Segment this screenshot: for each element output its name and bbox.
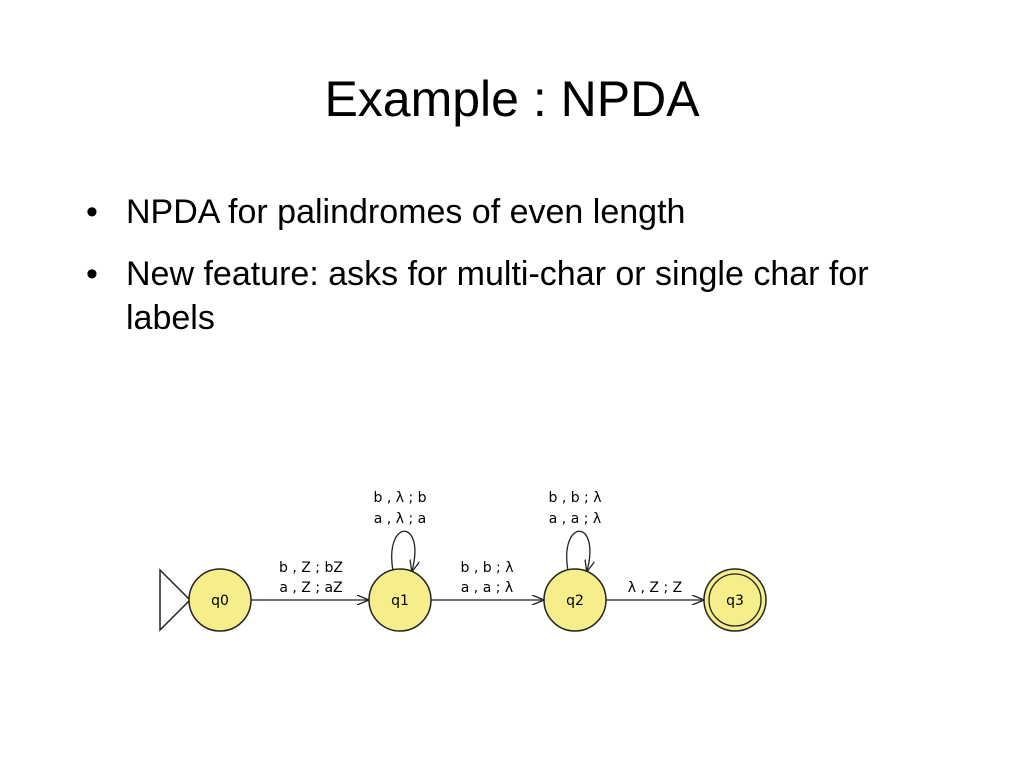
state-q0: q0 — [188, 568, 252, 632]
bullet-item: • NPDA for palindromes of even length — [84, 190, 914, 234]
state-q2: q2 — [543, 568, 607, 632]
state-label: q0 — [211, 593, 229, 609]
state-label: q2 — [566, 593, 584, 609]
initial-state-triangle-icon — [159, 568, 192, 632]
self-loop-arrow-q1 — [391, 530, 415, 571]
bullet-text: New feature: asks for multi-char or sing… — [126, 255, 869, 337]
transition-label: b , λ ; b — [373, 490, 426, 506]
npda-state-diagram: q0 q1 q2 q3 b , Z ; bZ a , Z ; aZ b , λ … — [159, 490, 767, 632]
bullet-dot-icon: • — [86, 193, 98, 231]
transition-label: b , b ; λ — [460, 560, 513, 576]
bullet-item: • New feature: asks for multi-char or si… — [84, 252, 914, 340]
transition-label: a , Z ; aZ — [279, 580, 342, 596]
transition-label: b , b ; λ — [548, 490, 601, 506]
transition-label: a , a ; λ — [461, 580, 513, 596]
state-label: q3 — [726, 593, 744, 609]
state-q3-final: q3 — [703, 568, 767, 632]
bullet-text: NPDA for palindromes of even length — [126, 193, 686, 231]
transition-label: λ , Z ; Z — [628, 580, 682, 596]
bullet-list: • NPDA for palindromes of even length • … — [84, 190, 914, 358]
transition-label: a , a ; λ — [549, 511, 601, 527]
slide-title: Example : NPDA — [324, 71, 700, 127]
transition-label: a , λ ; a — [374, 511, 426, 527]
transition-label: b , Z ; bZ — [279, 560, 343, 576]
bullet-dot-icon: • — [86, 255, 98, 293]
state-q1: q1 — [368, 568, 432, 632]
self-loop-arrow-q2 — [566, 530, 590, 571]
state-label: q1 — [391, 593, 409, 609]
